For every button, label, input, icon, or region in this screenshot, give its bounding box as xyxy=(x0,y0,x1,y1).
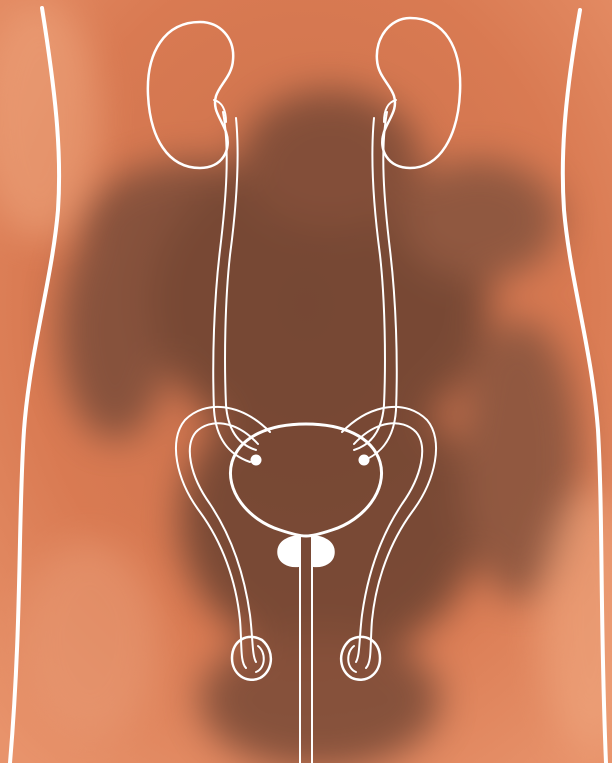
ureteral-orifice-right xyxy=(359,455,370,466)
ureteral-orifice-left xyxy=(251,455,262,466)
